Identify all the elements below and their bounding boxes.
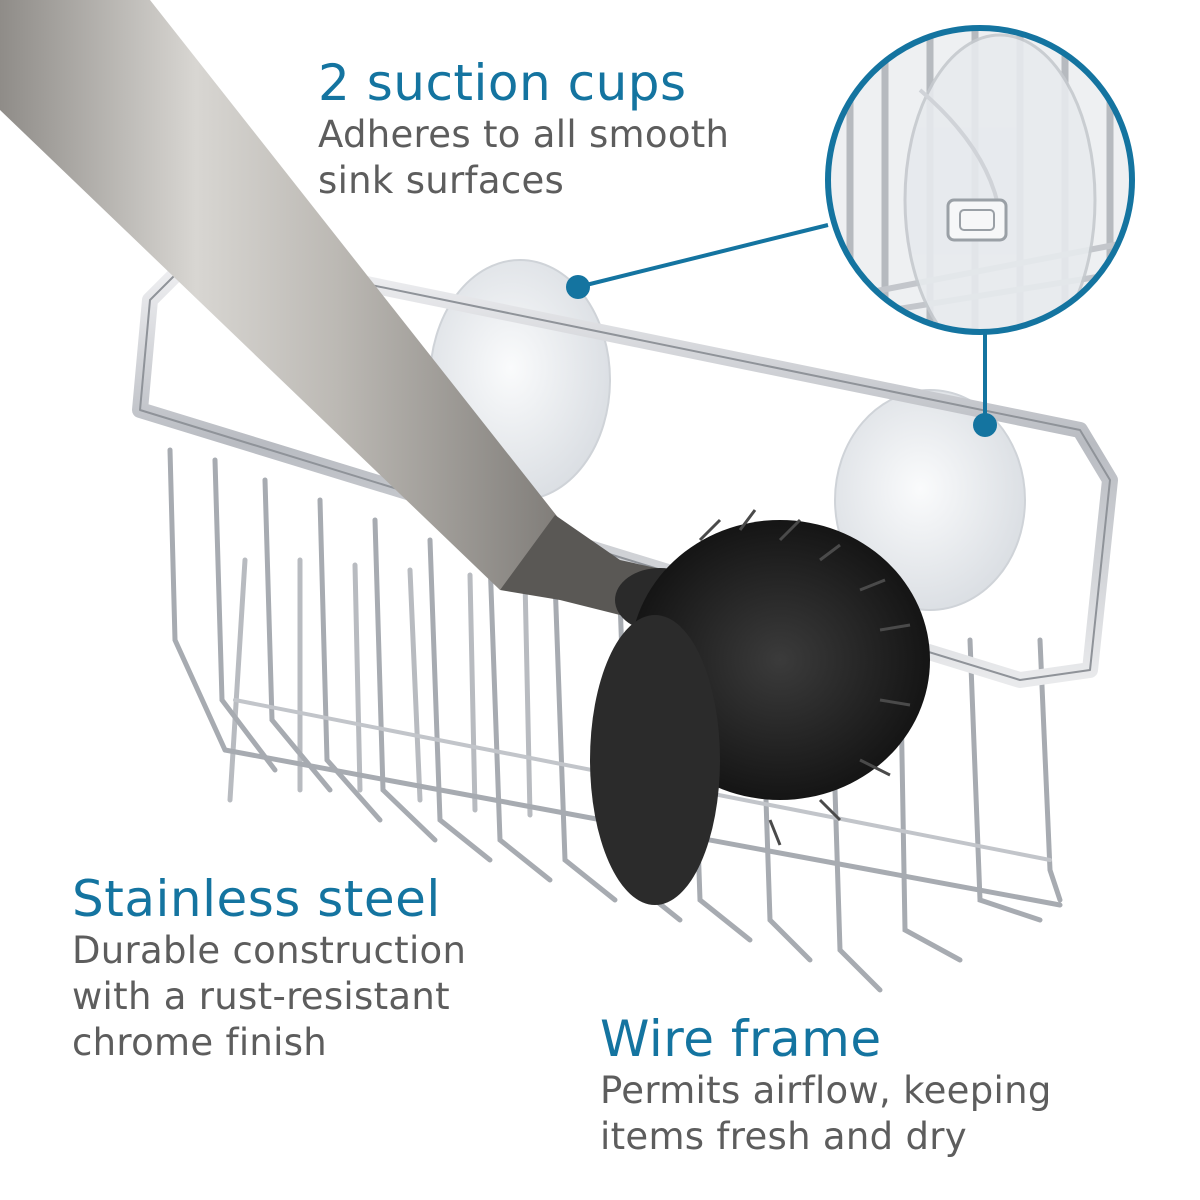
- callout-body: Permits airflow, keeping items fresh and…: [600, 1069, 1052, 1158]
- callout-title: Stainless steel: [72, 870, 441, 928]
- brush-head-base: [590, 615, 720, 905]
- callout-title: 2 suction cups: [318, 54, 687, 112]
- suction-cup-right: [834, 389, 1026, 611]
- callout-pointers: [566, 223, 997, 437]
- inset-ring: [825, 25, 1135, 335]
- brush-handle: [0, 0, 560, 590]
- pointer-dot-cup-left: [566, 275, 590, 299]
- suction-cup-detail-inset: [825, 25, 1135, 335]
- callout-body: Adheres to all smooth sink surfaces: [318, 113, 730, 202]
- pointer-dot-cup-right: [973, 413, 997, 437]
- callout-stainless-steel: Stainless steel Durable construction wit…: [72, 870, 466, 1066]
- dish-brush: [0, 0, 930, 905]
- callout-suction-cups: 2 suction cups Adheres to all smooth sin…: [318, 54, 729, 204]
- callout-title: Wire frame: [600, 1010, 882, 1068]
- callout-wire-frame: Wire frame Permits airflow, keeping item…: [600, 1010, 1052, 1160]
- callout-body: Durable construction with a rust-resista…: [72, 929, 467, 1064]
